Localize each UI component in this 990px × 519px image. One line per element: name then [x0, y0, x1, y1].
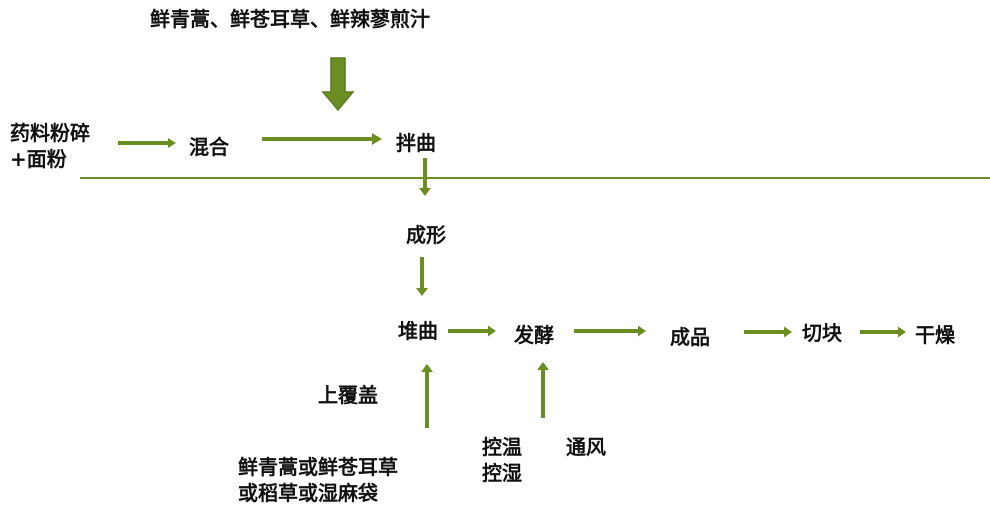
cover-material-line1: 鲜青蒿或鲜苍耳草 — [238, 455, 398, 479]
cover-to-pile-arrow — [421, 364, 433, 428]
herb-powder-line1: 药料粉碎 — [10, 121, 90, 145]
ferment-label: 发酵 — [514, 323, 554, 347]
stir-qu-label: 拌曲 — [396, 131, 436, 155]
cover-material-label: 鲜青蒿或鲜苍耳草 或稻草或湿麻袋 — [238, 454, 398, 506]
pile-qu-label: 堆曲 — [398, 319, 438, 343]
herb-powder-label: 药料粉碎 +面粉 — [10, 120, 90, 172]
cover-material-line2: 或稻草或湿麻袋 — [238, 481, 378, 505]
temp-control-label: 控温 — [482, 435, 522, 459]
humidity-control-label: 控湿 — [482, 461, 522, 485]
pile-to-ferment-arrow — [448, 325, 496, 337]
decoction-to-stir-arrow — [321, 57, 355, 112]
cut-label: 切块 — [802, 321, 842, 345]
mix-label: 混合 — [189, 135, 229, 159]
decoction-label: 鲜青蒿、鲜苍耳草、鲜辣蓼煎汁 — [150, 7, 430, 31]
powder-to-mix-arrow — [118, 138, 176, 148]
control-label: 控温 控湿 — [482, 434, 522, 486]
ventilation-label: 通风 — [566, 435, 606, 459]
product-label: 成品 — [670, 325, 710, 349]
forming-to-pile-arrow — [416, 257, 428, 296]
dry-label: 干燥 — [915, 323, 955, 347]
product-to-cut-arrow — [744, 326, 792, 338]
stir-to-forming-arrow — [419, 158, 431, 196]
mix-to-stir-arrow — [262, 133, 382, 145]
forming-label: 成形 — [406, 223, 446, 247]
ferment-to-product-arrow — [574, 325, 646, 337]
cut-to-dry-arrow — [860, 326, 906, 338]
herb-powder-line2: +面粉 — [10, 147, 67, 171]
control-to-ferment-arrow — [537, 362, 549, 418]
cover-label: 上覆盖 — [318, 383, 378, 407]
